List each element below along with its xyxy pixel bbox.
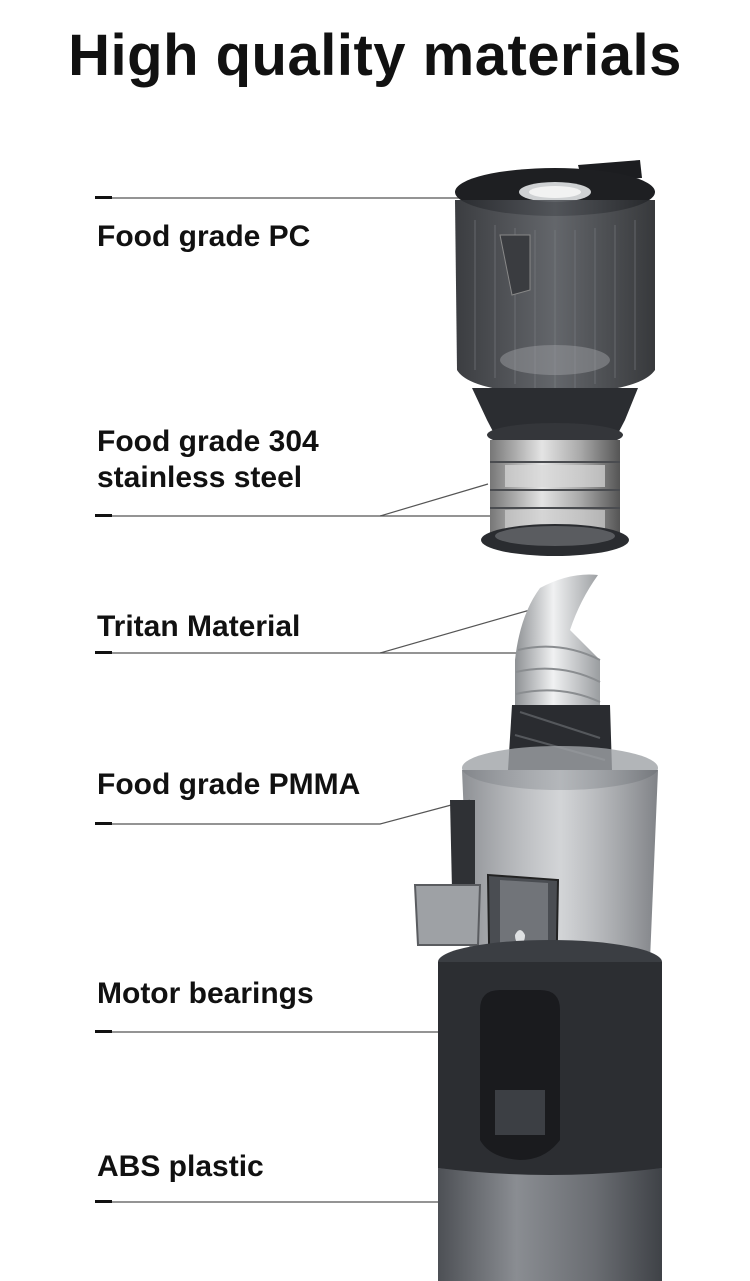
page-title: High quality materials xyxy=(68,23,682,88)
callout-label-stainless-line2: stainless steel xyxy=(97,461,303,494)
callout-label-pmma: Food grade PMMA xyxy=(97,768,361,801)
filter-part xyxy=(481,423,629,556)
callout-tick-pc xyxy=(95,196,112,199)
callout-tick-abs xyxy=(95,1200,112,1203)
callout-label-stainless-line1: Food grade 304 xyxy=(97,425,319,458)
leader-lines xyxy=(112,197,531,1203)
callout-tick-steel xyxy=(95,514,112,517)
auger-part xyxy=(508,574,612,770)
callout-label-abs: ABS plastic xyxy=(97,1150,264,1183)
motor-base-part xyxy=(438,940,662,1281)
callout-tick-pmma xyxy=(95,822,112,825)
callout-label-stainless-steel: Food grade 304 stainless steel xyxy=(97,424,319,496)
hopper-part xyxy=(455,160,655,445)
callout-tick-bearings xyxy=(95,1030,112,1033)
callout-label-motor-bearings: Motor bearings xyxy=(97,977,314,1010)
callout-tick-tritan xyxy=(95,651,112,654)
callout-label-tritan: Tritan Material xyxy=(97,610,301,643)
callout-label-food-grade-pc: Food grade PC xyxy=(97,220,311,253)
